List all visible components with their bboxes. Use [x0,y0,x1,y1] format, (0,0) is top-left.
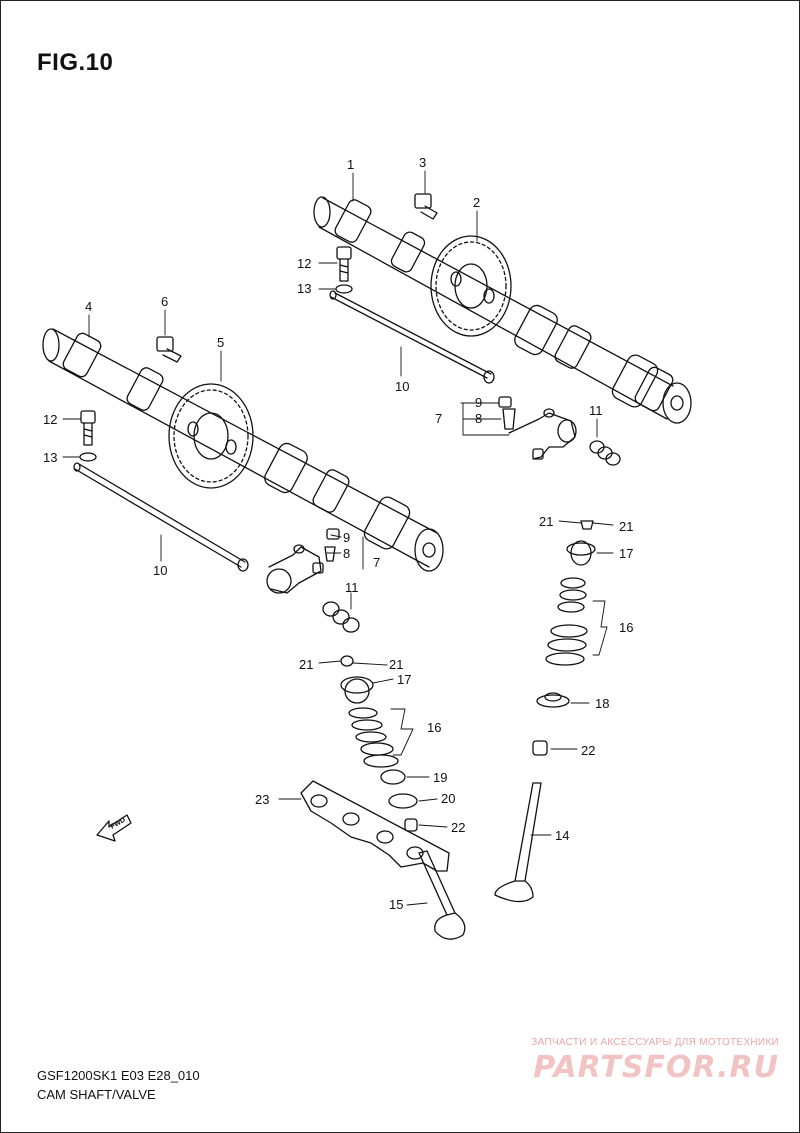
callout-20: 20 [441,791,455,806]
callout-1: 1 [347,157,354,172]
rocker-arm-lower[interactable] [266,544,324,594]
callout-16-left: 16 [427,720,441,735]
callout-10-upper: 10 [395,379,409,394]
shaft-bolt-upper[interactable] [336,246,352,282]
washer-upper[interactable] [335,284,353,294]
rocker-shaft-upper[interactable] [329,290,495,384]
camshaft-upper[interactable] [313,196,692,424]
callout-10-lower: 10 [153,563,167,578]
washer-lower[interactable] [79,452,97,462]
spring-retainer-left[interactable] [340,676,374,704]
callout-21-left-a: 21 [299,657,313,672]
cam-sprocket-upper[interactable] [430,235,512,337]
callout-14: 14 [555,828,569,843]
callout-5: 5 [217,335,224,350]
cam-sprocket-lower[interactable] [168,383,254,489]
adjuster-screw-lower[interactable] [324,546,336,562]
spring-lower[interactable] [322,601,360,633]
callout-12-upper: 12 [297,256,311,271]
valve-springs-right[interactable] [545,577,588,666]
callout-21-left-b: 21 [389,657,403,672]
callout-8-lower: 8 [343,546,350,561]
callout-13-lower: 13 [43,450,57,465]
stem-seal-left[interactable] [404,818,418,832]
watermark-tagline: ЗАПЧАСТИ И АКСЕССУАРЫ ДЛЯ МОТОТЕХНИКИ [531,1037,779,1048]
callout-22-right: 22 [581,743,595,758]
callout-19: 19 [433,770,447,785]
rocker-shaft-lower[interactable] [73,462,249,572]
washer-seat-left[interactable] [388,793,418,809]
callout-21-right-b: 21 [619,519,633,534]
callout-16-right: 16 [619,620,633,635]
callout-2: 2 [473,195,480,210]
lock-nut-lower[interactable] [326,528,340,540]
callout-9-upper: 9 [475,395,482,410]
watermark-logo: PARTSFOR.RU [533,1050,779,1085]
callout-21-right-a: 21 [539,514,553,529]
stem-seal-right[interactable] [532,740,548,756]
forward-arrow: FWD [96,814,132,842]
figure-title: FIG.10 [37,49,114,76]
callout-9-lower: 9 [343,530,350,545]
callout-13-upper: 13 [297,281,311,296]
callout-12-lower: 12 [43,412,57,427]
shaft-bolt-lower[interactable] [80,410,96,446]
callout-17-right: 17 [619,546,633,561]
callout-7-upper: 7 [435,411,442,426]
spring-retainer-right[interactable] [566,540,596,566]
cotter-right[interactable] [580,520,594,530]
model-code: GSF1200SK1 E03 E28_010 [37,1068,200,1083]
leader-lines [62,170,614,906]
sprocket-bolt-lower[interactable] [156,336,182,363]
section-name: CAM SHAFT/VALVE [37,1087,156,1102]
lock-nut-upper[interactable] [498,396,512,408]
callout-18: 18 [595,696,609,711]
callout-3: 3 [419,155,426,170]
callout-4: 4 [85,299,92,314]
valve-guide-plate[interactable] [300,780,450,872]
callout-11-lower: 11 [345,580,359,595]
camshaft-lower[interactable] [42,328,444,572]
intake-valve[interactable] [418,850,466,940]
callout-7-lower: 7 [373,555,380,570]
callout-17-left: 17 [397,672,411,687]
spring-upper[interactable] [589,440,621,466]
callout-11-upper: 11 [589,403,603,418]
callout-15: 15 [389,897,403,912]
spring-seat-inner-left[interactable] [380,769,406,785]
callout-23: 23 [255,792,269,807]
watermark: ЗАПЧАСТИ И АКСЕССУАРЫ ДЛЯ МОТОТЕХНИКИ PA… [449,1037,779,1085]
rocker-arm-upper[interactable] [508,408,577,460]
cotter-left[interactable] [340,655,354,667]
sprocket-bolt-upper[interactable] [414,193,438,220]
callout-22-left: 22 [451,820,465,835]
callout-6: 6 [161,294,168,309]
spring-seat-right[interactable] [536,692,570,708]
adjuster-screw-upper[interactable] [502,408,516,430]
callout-8-upper: 8 [475,411,482,426]
valve-springs-left[interactable] [348,707,399,768]
exhaust-valve[interactable] [494,782,542,903]
